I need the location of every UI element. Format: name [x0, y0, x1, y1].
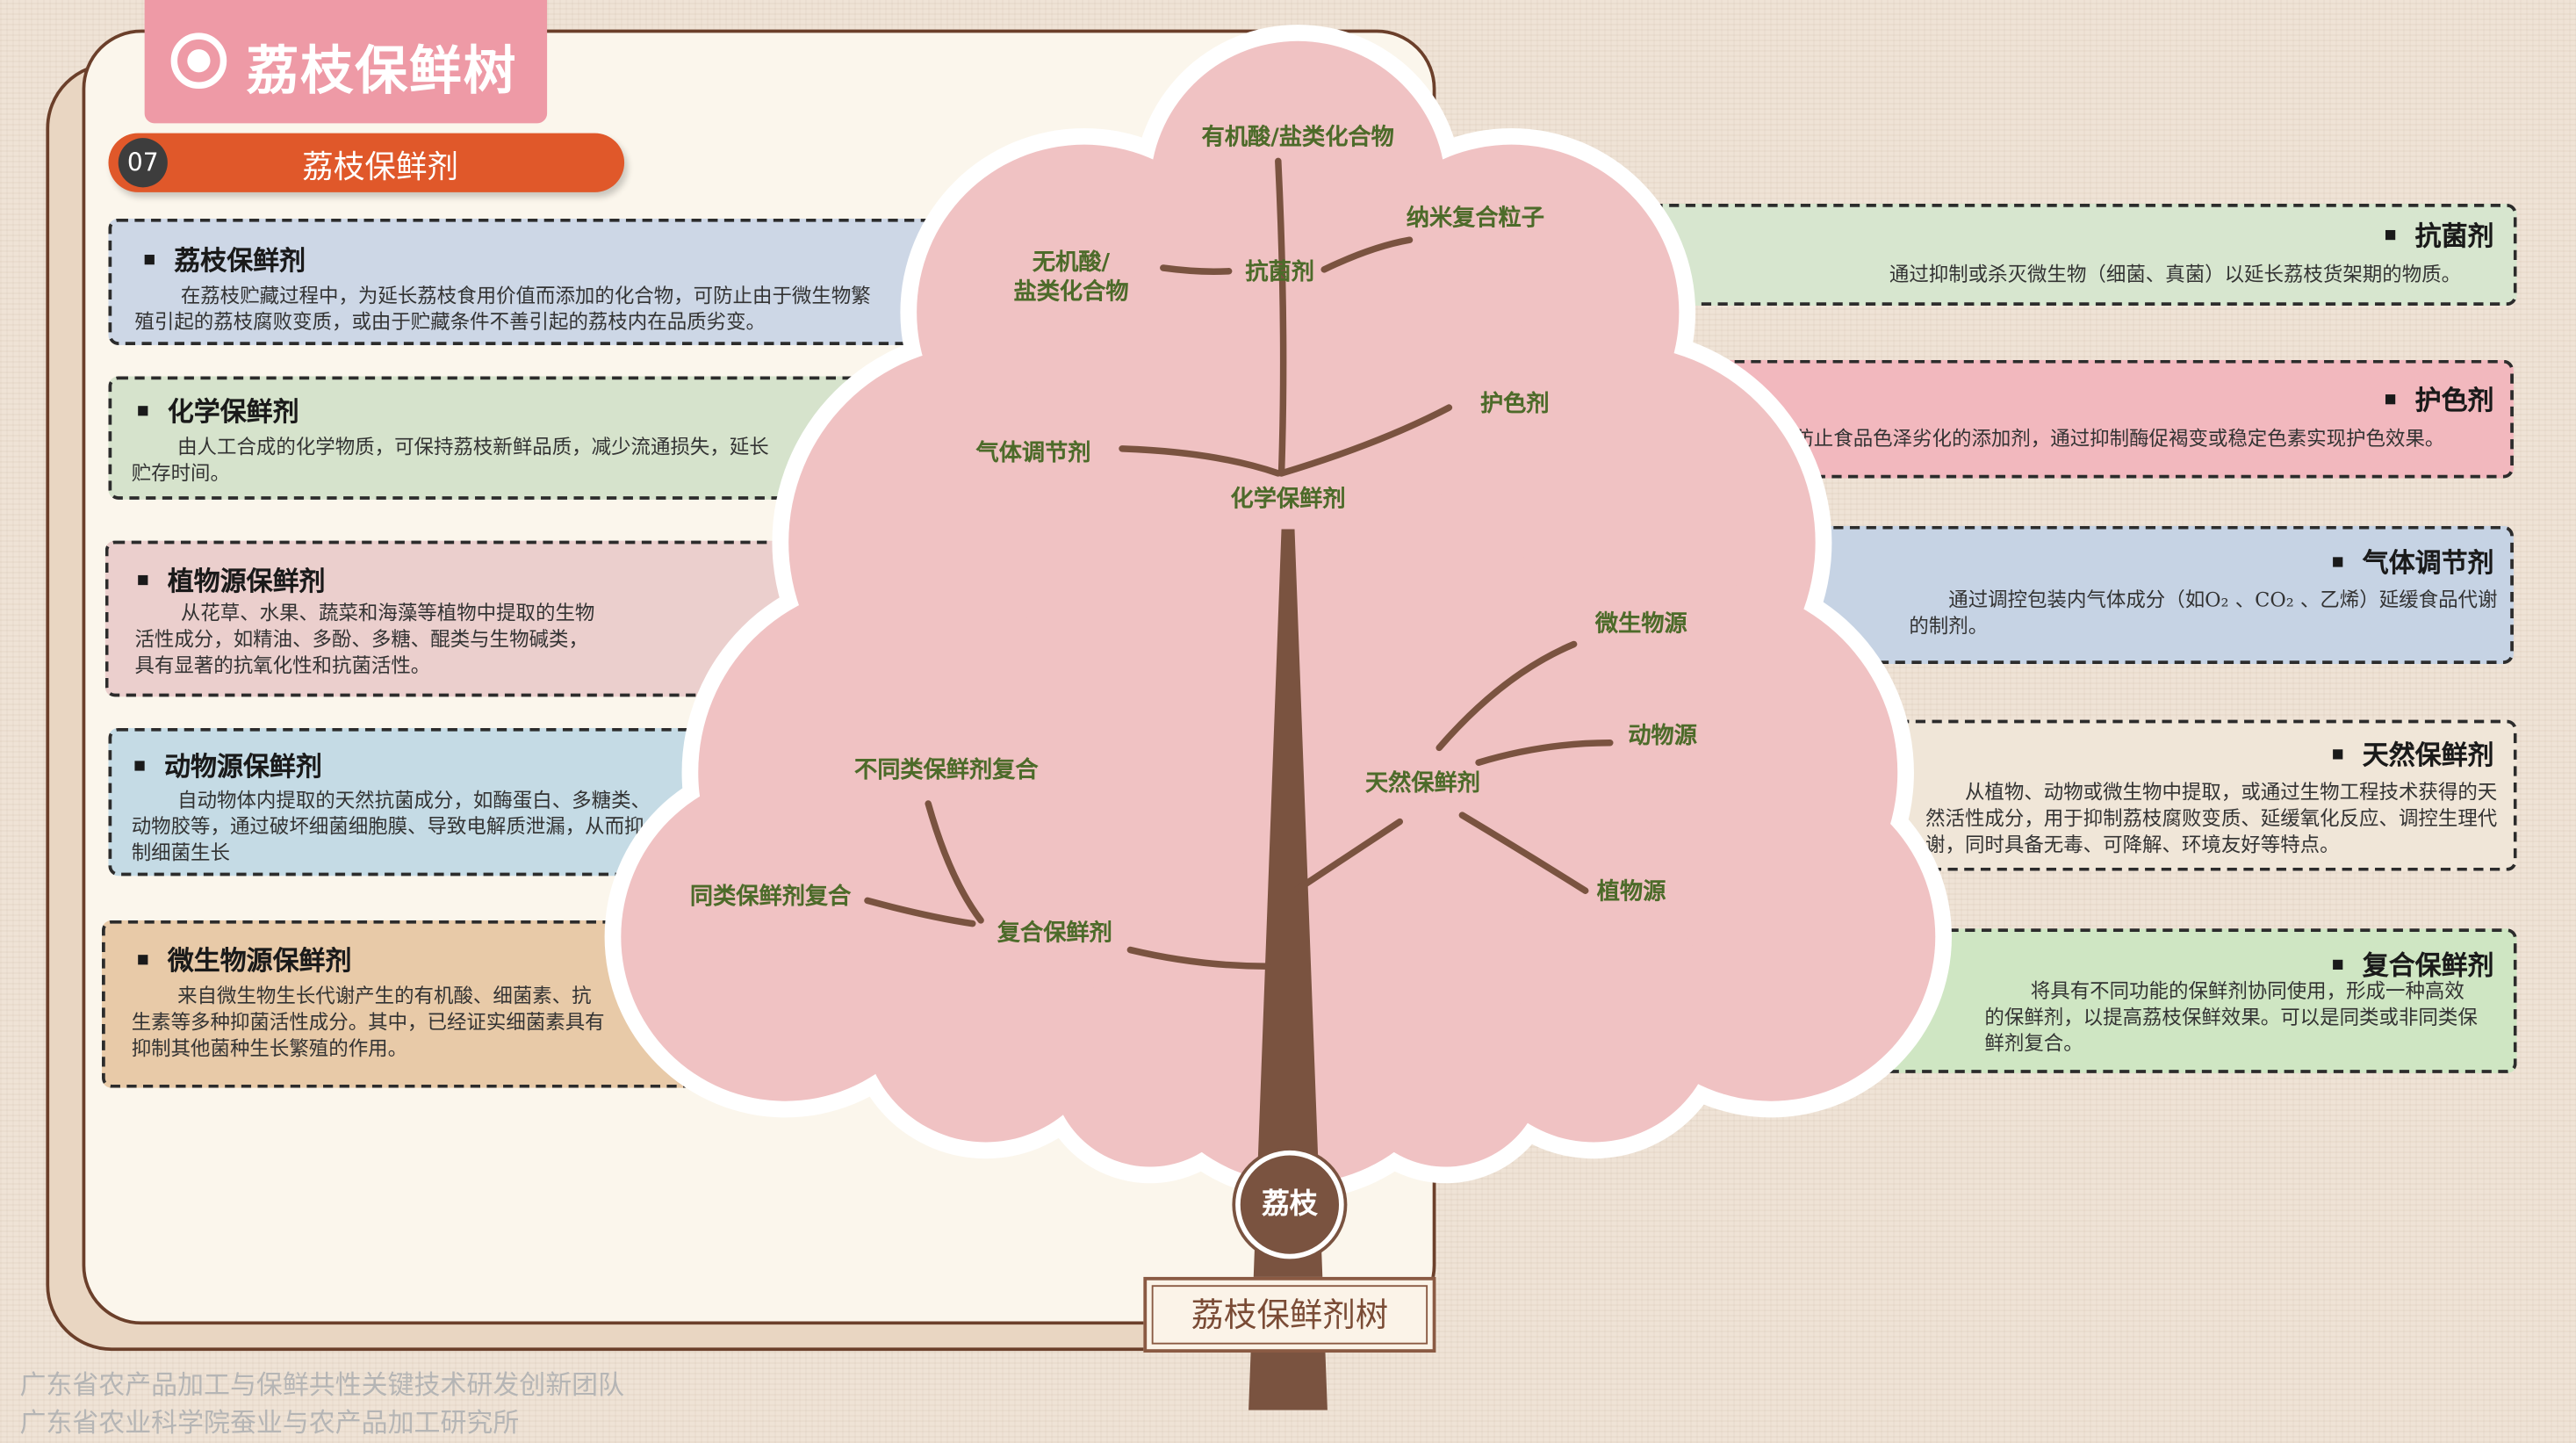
target-icon [170, 32, 227, 90]
bullet-icon [134, 760, 145, 770]
bullet-icon [2333, 748, 2343, 759]
node-color-retention: 护色剂 [1479, 391, 1550, 418]
card-title: 复合保鲜剂 [2362, 949, 2494, 982]
node-diff-combo: 不同类保鲜剂复合 [854, 757, 1039, 784]
card-title: 护色剂 [2414, 384, 2494, 416]
section-number: 07 [118, 138, 168, 188]
card-body: 由人工合成的化学物质，可保持荔枝新鲜品质，减少流通损失，延长贮存时间。 [131, 435, 769, 486]
node-microbial-source: 微生物源 [1594, 611, 1687, 639]
section-label: 荔枝保鲜剂 [302, 149, 459, 186]
card-title: 抗菌剂 [2414, 220, 2494, 252]
bullet-icon [144, 254, 155, 264]
bullet-icon [138, 574, 148, 585]
node-inorganic-line1: 无机酸/ [1032, 249, 1111, 277]
section-pill: 07 荔枝保鲜剂 [108, 133, 625, 192]
bullet-icon [2385, 229, 2396, 240]
root-node: 荔枝 [1235, 1150, 1344, 1259]
bullet-icon [2333, 958, 2343, 970]
card-body: 在荔枝贮藏过程中，为延长荔枝食用价值而添加的化合物，可防止由于微生物繁殖引起的荔… [134, 284, 871, 334]
node-organic-acid: 有机酸/盐类化合物 [1201, 125, 1394, 152]
bullet-icon [2385, 393, 2396, 404]
card-lychee-preservative: 荔枝保鲜剂 在荔枝贮藏过程中，为延长荔枝食用价值而添加的化合物，可防止由于微生物… [108, 218, 1029, 345]
title-tab: 荔枝保鲜树 [144, 0, 548, 124]
node-animal-source: 动物源 [1628, 723, 1697, 750]
footer-line-2: 广东省农业科学院蚕业与农产品加工研究所 [19, 1406, 520, 1439]
card-title: 动物源保鲜剂 [164, 751, 322, 783]
node-antibacterial: 抗菌剂 [1245, 259, 1314, 286]
card-body: 从植物、动物或微生物中提取，或通过生物工程技术获得的天然活性成分，用于抑制荔枝腐… [1925, 780, 2498, 856]
node-gas-regulator: 气体调节剂 [975, 440, 1091, 467]
tree-title-label: 荔枝保鲜剂树 [1143, 1276, 1436, 1353]
card-title: 气体调节剂 [2362, 547, 2494, 579]
node-inorganic-line2: 盐类化合物 [1013, 279, 1129, 307]
card-body: 通过抑制或杀灭微生物（细菌、真菌）以延长荔枝货架期的物质。 [1889, 263, 2462, 286]
card-body: 通过调控包装内气体成分（如O₂ 、CO₂ 、乙烯）延缓食品代谢的制剂。 [1909, 588, 2498, 639]
card-body: 从花草、水果、蔬菜和海藻等植物中提取的生物活性成分，如精油、多酚、多糖、醌类与生… [134, 601, 595, 677]
card-gas-regulator: 气体调节剂 通过调控包装内气体成分（如O₂ 、CO₂ 、乙烯）延缓食品代谢的制剂… [1807, 525, 2514, 664]
page-title: 荔枝保鲜树 [246, 39, 518, 103]
card-title: 微生物源保鲜剂 [167, 944, 352, 977]
bullet-icon [138, 405, 148, 415]
node-plant-source: 植物源 [1596, 879, 1666, 906]
card-body: 防止食品色泽劣化的添加剂，通过抑制酶促褐变或稳定色素实现护色效果。 [1794, 427, 2445, 451]
bullet-icon [2333, 556, 2343, 566]
card-body: 自动物体内提取的天然抗菌成分，如酶蛋白、多糖类、动物胶等，通过破坏细菌细胞膜、导… [131, 789, 651, 865]
card-body: 来自微生物生长代谢产生的有机酸、细菌素、抗生素等多种抑菌活性成分。其中，已经证实… [131, 984, 605, 1060]
card-antibacterial: 抗菌剂 通过抑制或杀灭微生物（细菌、真菌）以延长荔枝货架期的物质。 [1626, 204, 2517, 307]
footer-line-1: 广东省农产品加工与保鲜共性关键技术研发创新团队 [19, 1368, 625, 1401]
card-body: 将具有不同功能的保鲜剂协同使用，形成一种高效的保鲜剂，以提高荔枝保鲜效果。可以是… [1984, 979, 2478, 1056]
node-natural: 天然保鲜剂 [1364, 770, 1480, 797]
bullet-icon [138, 954, 148, 964]
node-same-combo: 同类保鲜剂复合 [689, 884, 852, 911]
node-compound: 复合保鲜剂 [997, 920, 1112, 947]
node-chemical: 化学保鲜剂 [1230, 486, 1346, 513]
card-title: 植物源保鲜剂 [167, 565, 326, 597]
card-compound-preservative: 复合保鲜剂 将具有不同功能的保鲜剂协同使用，形成一种高效的保鲜剂，以提高荔枝保鲜… [1839, 928, 2517, 1073]
card-title: 天然保鲜剂 [2362, 740, 2494, 771]
card-natural-preservative: 天然保鲜剂 从植物、动物或微生物中提取，或通过生物工程技术获得的天然活性成分，用… [1824, 719, 2517, 871]
tree-branches [864, 157, 1614, 970]
node-nano-particles: 纳米复合粒子 [1406, 205, 1544, 232]
card-title: 化学保鲜剂 [167, 395, 299, 428]
card-title: 荔枝保鲜剂 [174, 244, 306, 277]
